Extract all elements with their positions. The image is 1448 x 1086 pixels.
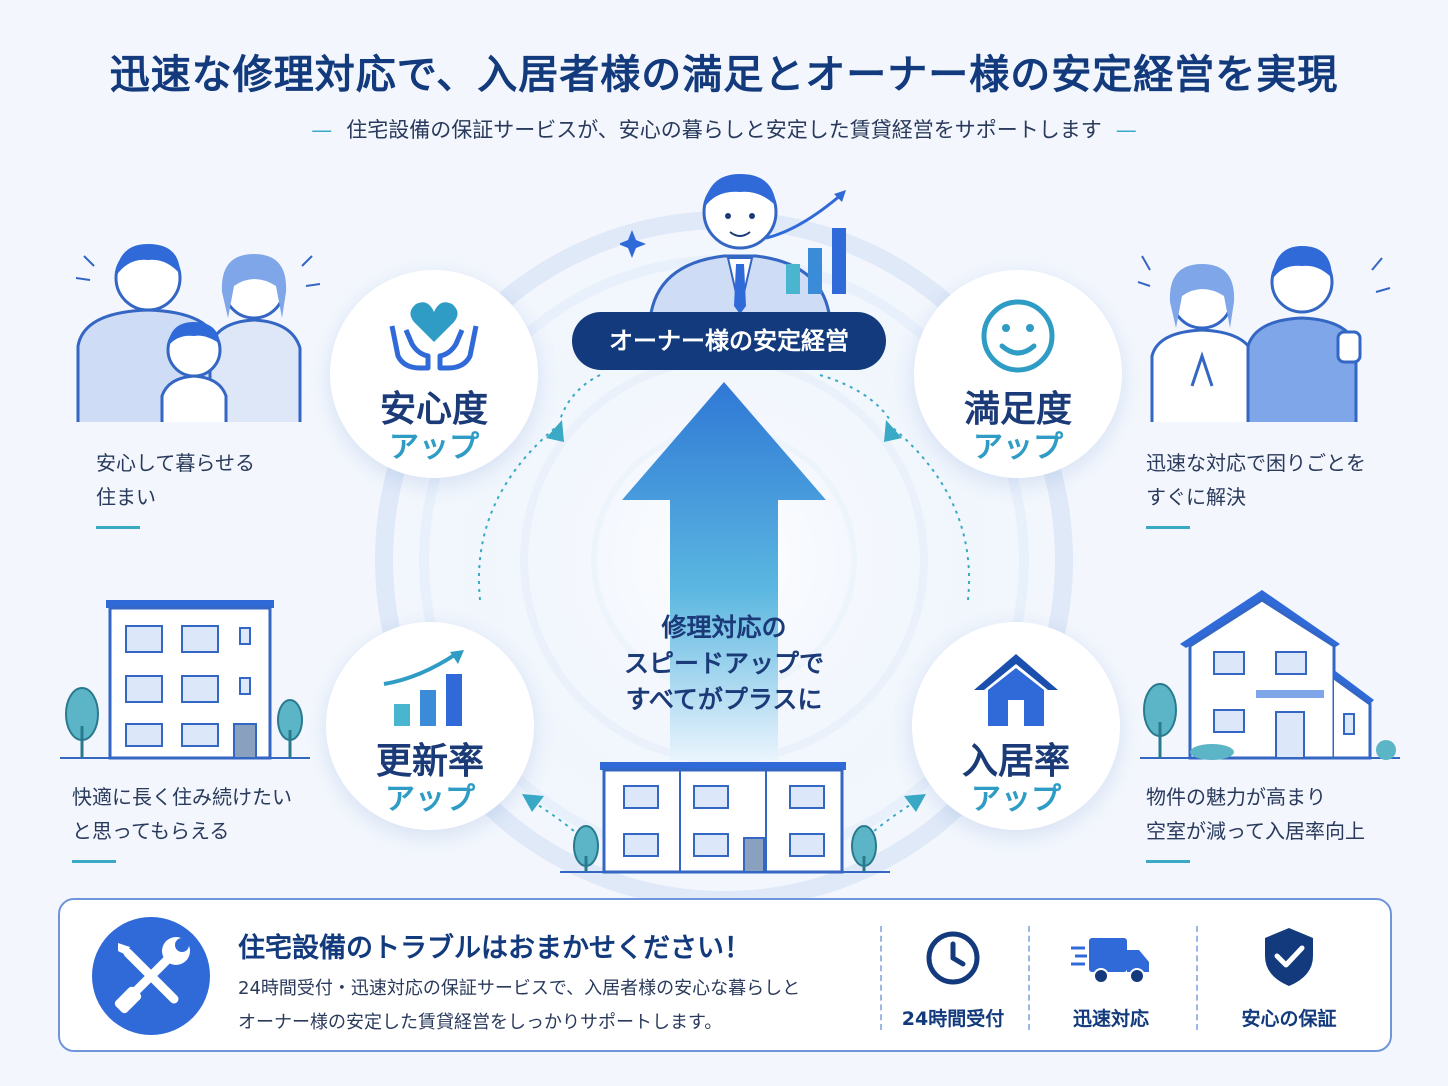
benefit-sub: アップ: [973, 430, 1063, 465]
benefit-title: 安心度: [379, 389, 488, 430]
house-illustration-icon: [1140, 590, 1400, 760]
apartment-illustration-icon: [60, 600, 310, 760]
service-heading: 住宅設備のトラブルはおまかせください！: [238, 933, 751, 964]
heart-hands-icon: [389, 302, 479, 371]
page-subtitle: — 住宅設備の保証サービスが、安心の暮らしと安定した賃貸経営をサポートします —: [0, 114, 1448, 144]
desc-line: 快適に長く住み続けたい: [72, 785, 292, 809]
feature-24h: 24時間受付: [878, 924, 1028, 1032]
service-desc-line: オーナー様の安定した賃貸経営をしっかりサポートします。: [238, 1012, 723, 1033]
benefit-nyukyo: 入居率 アップ: [912, 622, 1120, 830]
divider: [1196, 926, 1198, 1030]
benefit-sub: アップ: [389, 430, 479, 465]
benefit-sub: アップ: [385, 782, 475, 817]
tools-badge: [92, 917, 210, 1035]
feature-label: 迅速対応: [1072, 1008, 1149, 1030]
subtitle-dash-right: —: [1115, 118, 1137, 142]
shield-check-icon: [1265, 928, 1313, 986]
desc-anshin: 安心して暮らせる 住まい: [96, 446, 255, 529]
smile-icon: [981, 299, 1055, 373]
benefit-sub: アップ: [971, 782, 1061, 817]
owner-growth-chart-icon: [765, 190, 846, 294]
desc-line: 住まい: [96, 485, 156, 509]
desc-underline: [1146, 526, 1190, 529]
owner-businessman-icon: [620, 174, 832, 320]
desc-underline: [96, 526, 140, 529]
center-line: 修理対応の: [661, 613, 787, 642]
divider: [1028, 926, 1030, 1030]
feature-speed: 迅速対応: [1036, 924, 1186, 1032]
house-icon: [974, 654, 1058, 726]
truck-icon: [1071, 938, 1149, 984]
up-arrow: [622, 382, 826, 760]
feature-label: 安心の保証: [1241, 1008, 1337, 1030]
service-desc-line: 24時間受付・迅速対応の保証サービスで、入居者様の安心な暮らしと: [238, 978, 801, 999]
growth-chart-icon: [383, 650, 464, 726]
desc-underline: [72, 860, 116, 863]
family-illustration-icon: [75, 244, 320, 422]
desc-nyukyo: 物件の魅力が高まり 空室が減って入居率向上: [1146, 780, 1365, 863]
divider: [880, 926, 882, 1030]
desc-line: すぐに解決: [1146, 485, 1246, 509]
happy-couple-illustration-icon: [1137, 246, 1391, 422]
desc-koshin: 快適に長く住み続けたい と思ってもらえる: [72, 780, 292, 863]
clock-icon: [926, 931, 980, 985]
benefit-anshin: 安心度 アップ: [330, 270, 538, 478]
page-title: 迅速な修理対応で、入居者様の満足とオーナー様の安定経営を実現: [109, 52, 1339, 98]
center-line: すべてがプラスに: [625, 685, 823, 714]
subtitle-dash-left: —: [311, 118, 333, 142]
desc-line: 物件の魅力が高まり: [1146, 785, 1326, 809]
benefit-title: 満足度: [963, 389, 1072, 430]
benefit-title: 更新率: [375, 741, 484, 782]
desc-line: と思ってもらえる: [72, 819, 230, 843]
wrench-screwdriver-icon: [114, 937, 190, 1014]
benefit-koshin: 更新率 アップ: [326, 622, 534, 830]
desc-underline: [1146, 860, 1190, 863]
benefit-manzoku: 満足度 アップ: [914, 270, 1122, 478]
benefit-title: 入居率: [961, 741, 1070, 782]
subtitle-text: 住宅設備の保証サービスが、安心の暮らしと安定した賃貸経営をサポートします: [346, 118, 1102, 142]
desc-line: 安心して暮らせる: [96, 451, 255, 475]
apartment-building-icon: [560, 762, 890, 874]
center-line: スピードアップで: [623, 649, 824, 678]
feature-guarantee: 安心の保証: [1214, 924, 1364, 1032]
desc-line: 迅速な対応で困りごとを: [1146, 451, 1366, 475]
desc-line: 空室が減って入居率向上: [1146, 819, 1365, 843]
service-summary-box: 住宅設備のトラブルはおまかせください！ 24時間受付・迅速対応の保証サービスで、…: [58, 898, 1392, 1052]
owner-label: オーナー様の安定経営: [572, 312, 886, 370]
desc-manzoku: 迅速な対応で困りごとを すぐに解決: [1146, 446, 1366, 529]
center-message: 修理対応の スピードアップで すべてがプラスに: [574, 610, 874, 718]
feature-label: 24時間受付: [901, 1008, 1005, 1030]
